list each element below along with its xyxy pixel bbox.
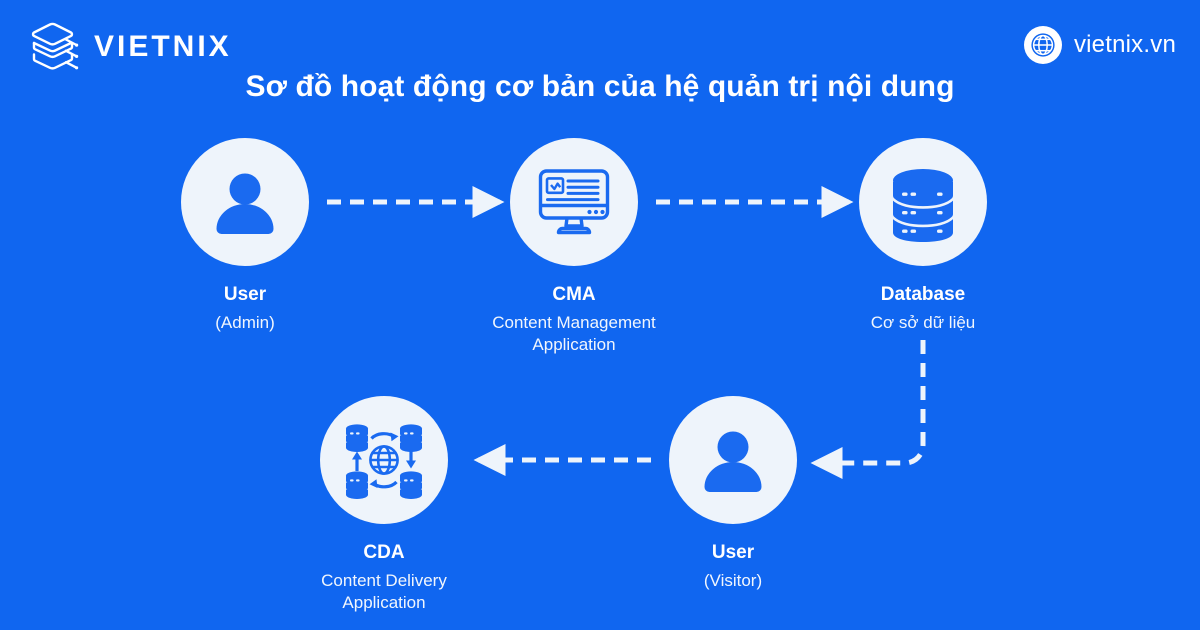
site-url-block[interactable]: vietnix.vn <box>1023 26 1176 64</box>
node-cma[interactable]: CMA Content Management Application <box>492 138 656 357</box>
cdn-globe-database-icon <box>320 396 448 524</box>
node-label: CDA <box>363 542 405 563</box>
stacked-layers-icon <box>28 18 80 76</box>
person-icon <box>669 396 797 524</box>
node-sublabel: Cơ sở dữ liệu <box>870 312 976 332</box>
monitor-content-icon <box>510 138 638 266</box>
node-cda[interactable]: CDA Content Delivery Application <box>320 396 448 615</box>
edge-database-to-user-visitor <box>810 340 926 480</box>
page-title: Sơ đồ hoạt động cơ bản của hệ quản trị n… <box>245 70 955 103</box>
brand-name: VIETNIX <box>94 30 232 63</box>
site-url-label: vietnix.vn <box>1073 31 1176 58</box>
globe-icon <box>1023 26 1062 64</box>
node-user-visitor[interactable]: User (Visitor) <box>669 396 797 592</box>
node-user-admin[interactable]: User (Admin) <box>181 138 309 334</box>
node-database[interactable]: Database Cơ sở dữ liệu <box>859 138 987 334</box>
person-icon <box>181 138 309 266</box>
database-icon <box>859 138 987 266</box>
node-label: User <box>223 284 267 305</box>
node-sublabel: (Visitor) <box>703 570 763 590</box>
node-label: CMA <box>552 284 596 305</box>
node-label: User <box>711 542 755 563</box>
node-sublabel: Content Delivery Application <box>321 570 447 613</box>
node-sublabel: Content Management Application <box>492 312 656 355</box>
node-sublabel: (Admin) <box>215 312 275 332</box>
node-label: Database <box>880 284 966 305</box>
brand-logo: VIETNIX <box>28 18 232 76</box>
